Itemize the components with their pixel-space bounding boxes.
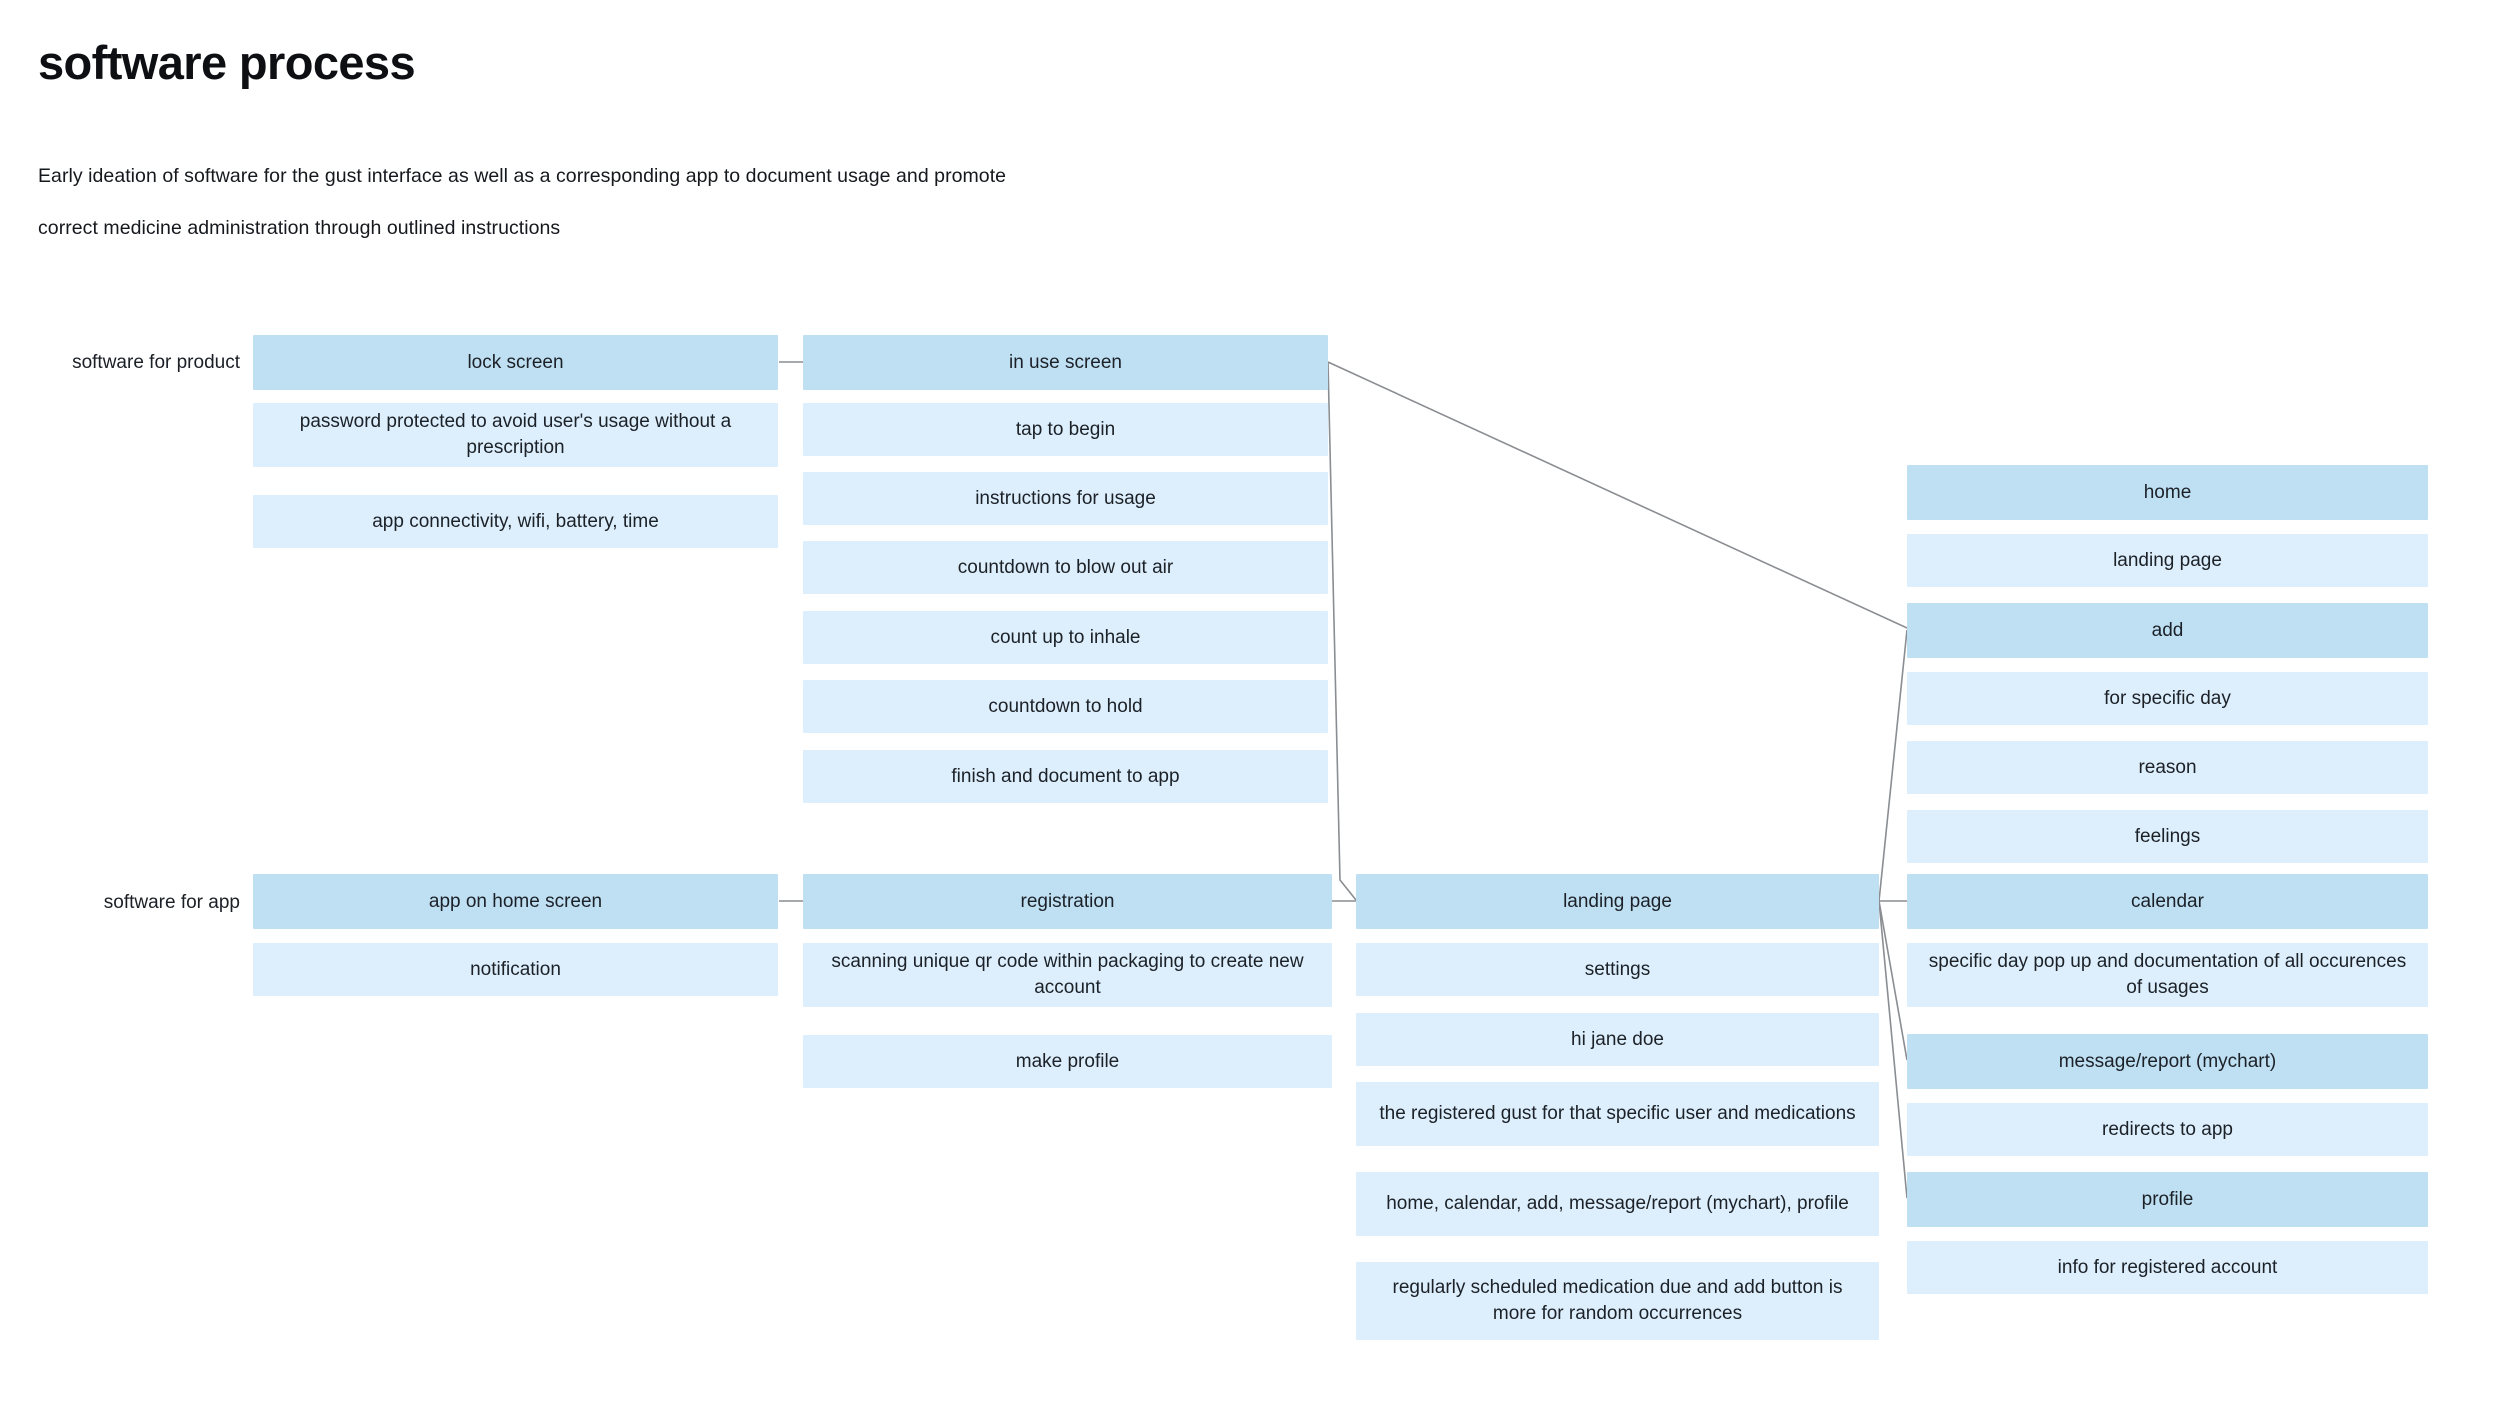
node-lock-screen-item-1[interactable]: app connectivity, wifi, battery, time [253, 495, 778, 548]
node-in-use-item-5[interactable]: finish and document to app [803, 750, 1328, 803]
connector-landing-to-profile [1878, 900, 1908, 1199]
page-subtitle-line-1: Early ideation of software for the gust … [38, 165, 1007, 187]
node-app-on-home-screen[interactable]: app on home screen [253, 874, 778, 929]
node-add-item-1[interactable]: reason [1907, 741, 2428, 794]
node-landing-item-3[interactable]: home, calendar, add, message/report (myc… [1356, 1172, 1879, 1236]
node-in-use-item-1[interactable]: instructions for usage [803, 472, 1328, 525]
node-landing-page[interactable]: landing page [1356, 874, 1879, 929]
node-landing-item-0[interactable]: settings [1356, 943, 1879, 996]
node-add-item-2[interactable]: feelings [1907, 810, 2428, 863]
connector-inuse-to-landing [1327, 361, 1357, 901]
node-in-use-item-4[interactable]: countdown to hold [803, 680, 1328, 733]
node-landing-item-4[interactable]: regularly scheduled medication due and a… [1356, 1262, 1879, 1340]
node-registration[interactable]: registration [803, 874, 1332, 929]
node-home-item-0[interactable]: landing page [1907, 534, 2428, 587]
node-calendar[interactable]: calendar [1907, 874, 2428, 929]
node-add[interactable]: add [1907, 603, 2428, 658]
node-in-use-item-3[interactable]: count up to inhale [803, 611, 1328, 664]
node-calendar-item-0[interactable]: specific day pop up and documentation of… [1907, 943, 2428, 1007]
node-profile[interactable]: profile [1907, 1172, 2428, 1227]
node-lock-screen-item-0[interactable]: password protected to avoid user's usage… [253, 403, 778, 467]
node-message-report-item-0[interactable]: redirects to app [1907, 1103, 2428, 1156]
node-lock-screen[interactable]: lock screen [253, 335, 778, 390]
page-title: software process [38, 36, 416, 89]
node-home[interactable]: home [1907, 465, 2428, 520]
row-label-software-for-app: software for app [103, 892, 240, 913]
node-in-use-screen[interactable]: in use screen [803, 335, 1328, 390]
page-subtitle-line-2: correct medicine administration through … [38, 217, 561, 239]
node-message-report[interactable]: message/report (mychart) [1907, 1034, 2428, 1089]
node-add-item-0[interactable]: for specific day [1907, 672, 2428, 725]
node-landing-item-1[interactable]: hi jane doe [1356, 1013, 1879, 1066]
row-label-software-for-product: software for product [72, 352, 240, 373]
connector-landing-to-add [1878, 629, 1908, 902]
node-in-use-item-2[interactable]: countdown to blow out air [803, 541, 1328, 594]
connector-inuse-to-add [1327, 361, 1908, 629]
node-app-home-item-0[interactable]: notification [253, 943, 778, 996]
node-profile-item-0[interactable]: info for registered account [1907, 1241, 2428, 1294]
node-landing-item-2[interactable]: the registered gust for that specific us… [1356, 1082, 1879, 1146]
node-registration-item-0[interactable]: scanning unique qr code within packaging… [803, 943, 1332, 1007]
node-in-use-item-0[interactable]: tap to begin [803, 403, 1328, 456]
node-registration-item-1[interactable]: make profile [803, 1035, 1332, 1088]
connector-landing-to-message [1878, 900, 1908, 1061]
